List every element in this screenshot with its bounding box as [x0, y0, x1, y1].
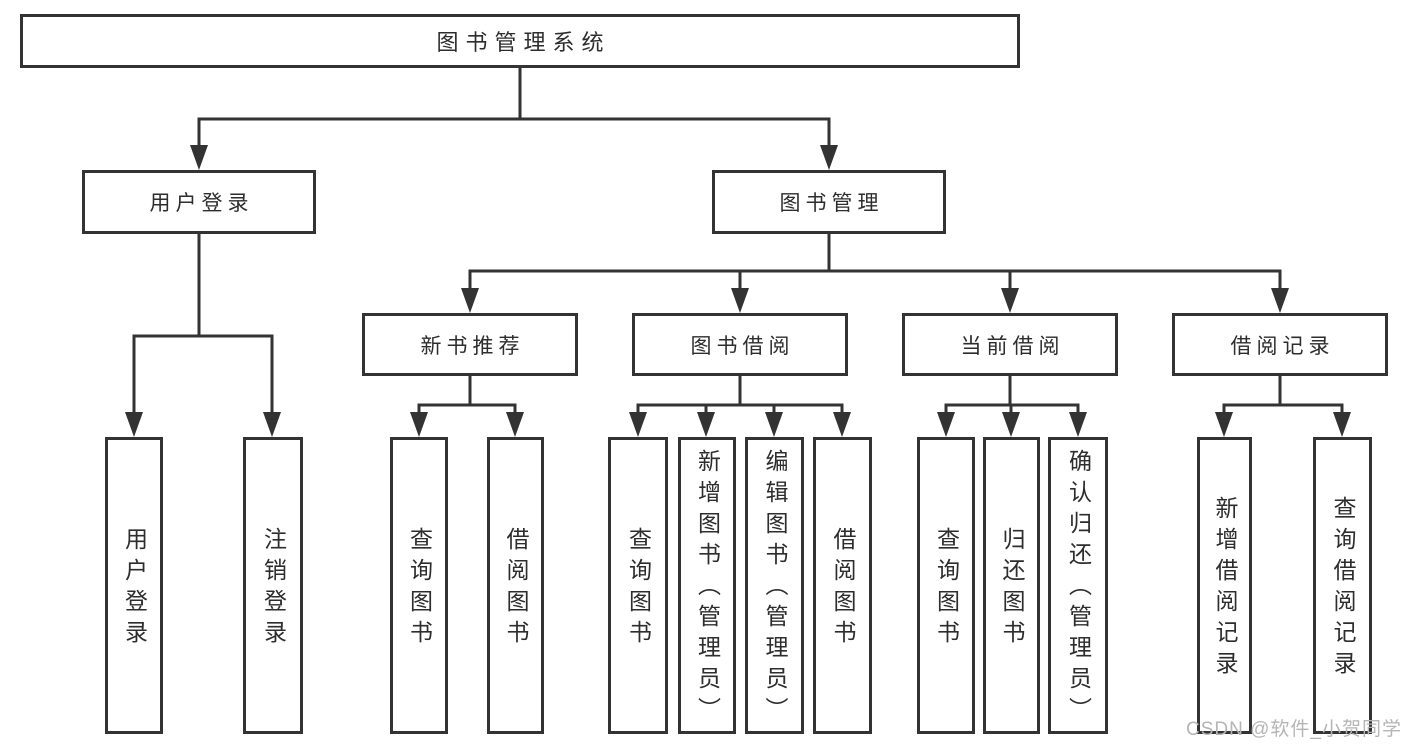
leaf-logout: 注销登录	[243, 437, 303, 734]
node-new-book-recommend: 新书推荐	[362, 313, 578, 376]
node-current-borrow: 当前借阅	[902, 313, 1118, 376]
leaf-borrow-books: 借阅图书	[813, 437, 872, 734]
leaf-query-borrow-record: 查询借阅记录	[1313, 437, 1372, 734]
leaf-return-books: 归还图书	[983, 437, 1040, 734]
node-book-management: 图书管理	[712, 170, 946, 234]
leaf-add-books-admin: 新增图书（管理员）	[678, 437, 736, 734]
leaf-add-borrow-record: 新增借阅记录	[1197, 437, 1252, 734]
node-library-system: 图书管理系统	[20, 14, 1020, 68]
leaf-recommend-query-books: 查询图书	[390, 437, 448, 734]
leaf-user-login: 用户登录	[105, 437, 163, 734]
arrowheads	[125, 145, 1351, 437]
leaf-confirm-return-admin: 确认归还（管理员）	[1048, 437, 1108, 734]
node-book-borrow: 图书借阅	[632, 313, 848, 376]
leaf-borrow-query-books: 查询图书	[608, 437, 668, 734]
leaf-recommend-borrow-books: 借阅图书	[487, 437, 544, 734]
node-borrow-records: 借阅记录	[1172, 313, 1388, 376]
node-user-login: 用户登录	[82, 170, 316, 234]
leaf-edit-books-admin: 编辑图书（管理员）	[745, 437, 804, 734]
leaf-current-query-books: 查询图书	[917, 437, 975, 734]
csdn-watermark: CSDN @软件_小贺同学	[1186, 719, 1402, 740]
